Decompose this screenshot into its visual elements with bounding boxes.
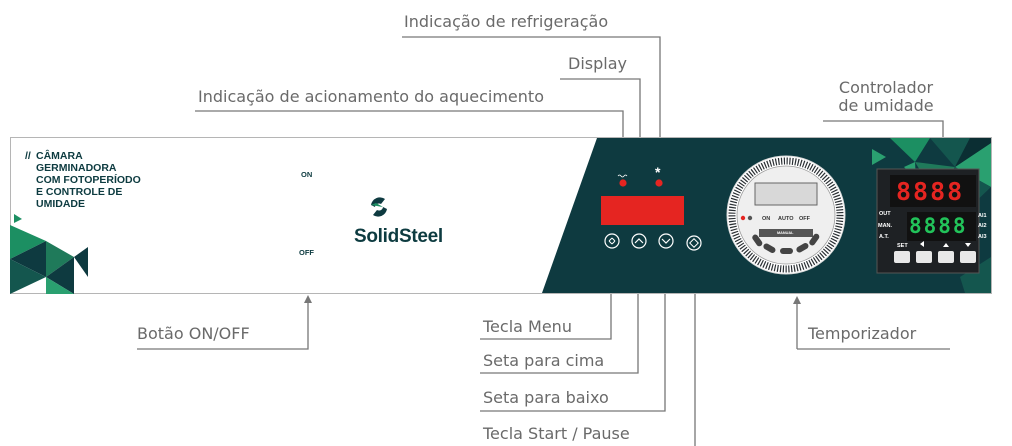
callout-humidity-line1: Controlador — [838, 78, 934, 97]
man-label: MAN. — [878, 223, 893, 229]
timer-mode-on: ON — [762, 216, 771, 222]
callout-menu: Tecla Menu — [483, 317, 572, 336]
thermostat-display — [601, 196, 684, 225]
start-pause-key-icon — [689, 238, 699, 248]
timer-mode-auto: AUTO — [778, 216, 794, 222]
brand-name: SolidSteel — [354, 226, 443, 247]
hum-left-key — [916, 251, 932, 263]
refrigeration-led — [655, 179, 663, 187]
up-arrow-icon — [943, 243, 949, 247]
title-line: UMIDADE — [36, 198, 85, 210]
line-up — [480, 266, 642, 374]
down-arrow-icon — [965, 243, 971, 247]
al1-label: Al1 — [978, 213, 987, 219]
al2-label: Al2 — [978, 223, 987, 229]
callout-onoff: Botão ON/OFF — [137, 324, 250, 343]
heating-led — [619, 179, 627, 187]
title-slash: // — [25, 150, 31, 162]
refrigeration-symbol: * — [655, 164, 661, 180]
control-panel: // CÂMARA GERMINADORA COM FOTOPERÍODO E … — [10, 137, 992, 294]
left-triangles — [10, 214, 88, 294]
hum-set-key — [894, 251, 910, 263]
callout-refrigeration: Indicação de refrigeração — [404, 12, 609, 31]
left-arrow-icon — [920, 241, 924, 247]
title-line: CÂMARA — [36, 150, 83, 162]
line-down — [480, 266, 669, 412]
switch-on-label: ON — [301, 170, 313, 179]
callout-up: Seta para cima — [483, 351, 605, 370]
thermostat — [601, 174, 702, 251]
line-refrigeration — [402, 36, 664, 164]
humidity-bottom-display: 8888 — [909, 214, 968, 238]
at-label: A.T. — [879, 234, 889, 240]
timer-lcd — [754, 182, 818, 206]
hum-up-key — [938, 251, 954, 263]
title-line: E CONTROLE DE — [36, 186, 123, 198]
timer-dial — [726, 155, 846, 275]
humidity-top-display: 8888 — [896, 177, 965, 206]
heating-icon — [617, 174, 628, 178]
panel-graphics — [10, 137, 992, 294]
callout-startpause: Tecla Start / Pause — [483, 424, 630, 443]
callout-humidity: Controlador de umidade — [825, 79, 947, 115]
title-line: COM FOTOPERÍODO — [36, 174, 141, 186]
hum-down-key — [960, 251, 976, 263]
up-key-icon — [634, 238, 644, 244]
timer-manual-label: MANUAL — [777, 230, 794, 235]
brand-logo-icon — [371, 197, 387, 217]
callout-display: Display — [568, 54, 627, 73]
out-label: OUT — [879, 211, 891, 217]
set-label: SET — [897, 243, 908, 249]
switch-off-label: OFF — [299, 248, 314, 257]
timer-mode-off: OFF — [799, 216, 810, 222]
line-onoff — [137, 295, 312, 350]
callout-down: Seta para baixo — [483, 388, 609, 407]
line-display — [560, 78, 644, 162]
callout-timer: Temporizador — [808, 324, 917, 343]
al3-label: Al3 — [978, 234, 987, 240]
callout-heating: Indicação de acionamento do aquecimento — [198, 87, 544, 106]
down-key-icon — [661, 238, 671, 244]
title-line: GERMINADORA — [36, 162, 117, 174]
menu-key-icon — [608, 237, 616, 245]
callout-humidity-line2: de umidade — [838, 96, 934, 115]
panel-title: // CÂMARA GERMINADORA COM FOTOPERÍODO E … — [25, 150, 141, 210]
humidity-controller — [876, 168, 980, 274]
